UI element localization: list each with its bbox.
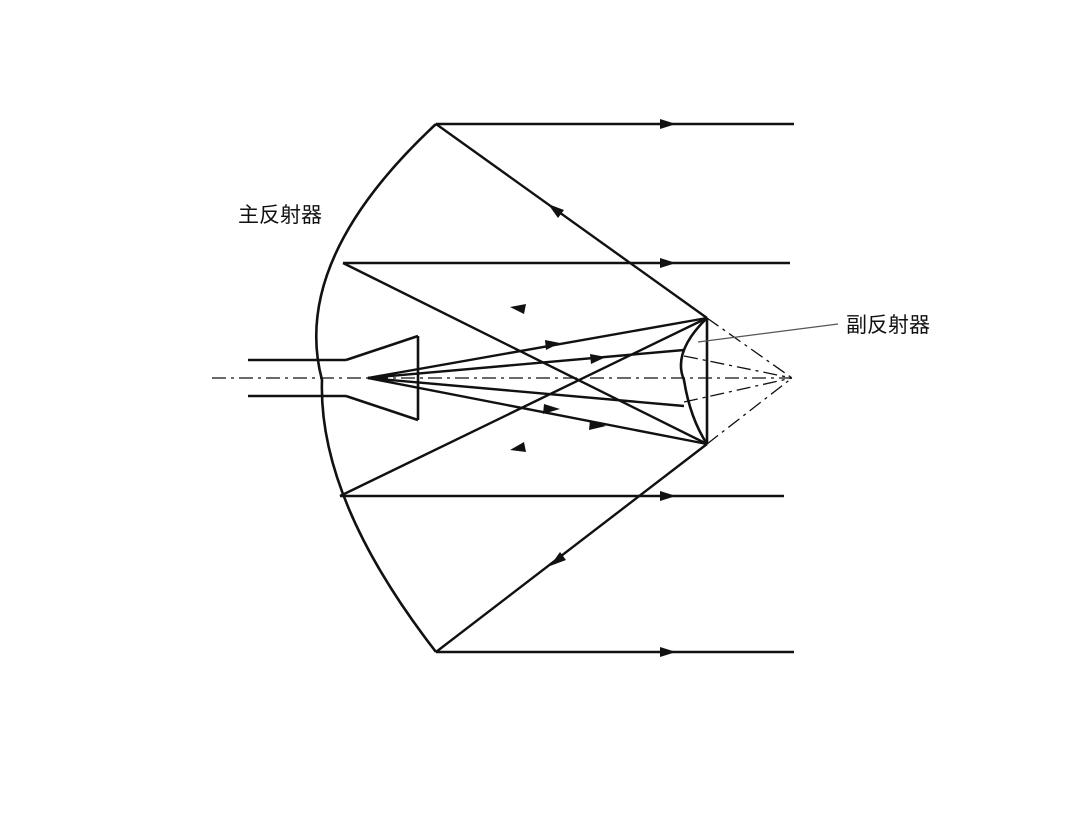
focus-line-top (706, 317, 793, 379)
ray-inner-upper-return (342, 261, 708, 446)
sub-reflector-leader (697, 323, 839, 343)
feed-ray-3 (367, 376, 685, 408)
ray-bottom-outer-diagonal (435, 443, 708, 653)
focus-line-mid-bottom (683, 377, 793, 403)
main-reflector-label: 主反射器 (238, 203, 322, 227)
arrow-out-upper (660, 258, 676, 268)
arrow-diag-bottom (550, 552, 566, 566)
arrow-inner-lower (510, 442, 526, 452)
arrow-feed-4 (589, 420, 606, 430)
focus-line-bottom (706, 377, 793, 445)
arrow-feed-2 (590, 354, 606, 364)
arrow-out-top (660, 119, 676, 129)
focus-line-mid-top (683, 355, 793, 379)
arrow-inner-upper (510, 304, 526, 314)
arrow-feed-3 (543, 404, 560, 414)
ray-top-outer-diagonal (435, 123, 708, 319)
main-reflector-curve (314, 123, 438, 653)
feed-horn (248, 334, 420, 422)
arrow-feed-1 (545, 340, 560, 350)
feed-ray-4 (367, 376, 708, 446)
ray-inner-lower-return (339, 316, 708, 498)
feed-ray-1 (367, 316, 708, 380)
sub-reflector (679, 317, 709, 445)
arrow-out-lower (660, 491, 676, 501)
sub-reflector-label: 副反射器 (846, 313, 930, 337)
arrow-out-bottom (660, 647, 676, 657)
feed-ray-2 (367, 348, 685, 380)
arrow-diag-top (548, 204, 564, 218)
